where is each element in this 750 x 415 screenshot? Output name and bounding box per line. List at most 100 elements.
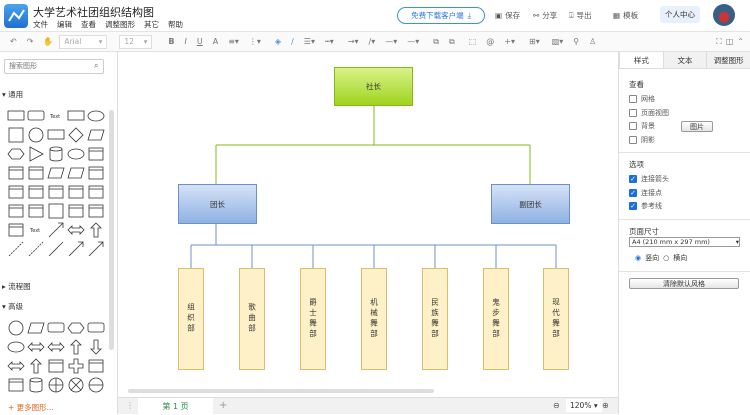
node-department[interactable]: 现代舞部 bbox=[543, 268, 569, 370]
shape-line[interactable] bbox=[48, 241, 64, 256]
checkbox-view_options-2[interactable]: 背景 bbox=[629, 121, 655, 131]
shape-up[interactable] bbox=[90, 222, 102, 238]
bring-front-icon[interactable]: ⧉ bbox=[433, 36, 439, 46]
undo-icon[interactable]: ↶ bbox=[10, 37, 17, 46]
send-back-icon[interactable]: ⧉ bbox=[449, 36, 455, 46]
shape-default[interactable] bbox=[68, 185, 84, 199]
format-painter-icon[interactable]: ✋ bbox=[43, 37, 54, 46]
shape-mcircle[interactable] bbox=[88, 377, 104, 393]
shape-default[interactable] bbox=[8, 378, 24, 392]
node-vice-leader[interactable]: 副团长 bbox=[491, 184, 570, 224]
download-client-button[interactable]: 免费下载客户端⤓ bbox=[397, 7, 485, 24]
line-color-icon[interactable]: ∕ bbox=[291, 37, 294, 46]
page-menu-icon[interactable]: ⋮ bbox=[126, 401, 134, 410]
canvas[interactable]: 社长 团长 副团长 组织部歌曲部爵士舞部机械舞部民族舞部鬼步舞部现代舞部 bbox=[118, 52, 618, 397]
section-general[interactable]: ▾ 通用 bbox=[2, 90, 24, 99]
shape-rounded[interactable] bbox=[47, 322, 65, 333]
tab-arrange[interactable]: 调整图形 bbox=[706, 52, 750, 68]
shape-circle[interactable] bbox=[28, 127, 44, 143]
vertical-align-icon[interactable]: ⋮▾ bbox=[248, 37, 261, 46]
node-department[interactable]: 爵士舞部 bbox=[300, 268, 326, 370]
shape-para[interactable] bbox=[47, 167, 65, 179]
page-size-select[interactable]: A4 (210 mm x 297 mm)▾ bbox=[629, 237, 740, 247]
shape-default[interactable] bbox=[28, 185, 44, 199]
checkbox-view_options-0[interactable]: 网格 bbox=[629, 94, 655, 104]
shape-text[interactable]: Text bbox=[29, 228, 40, 234]
shape-default[interactable] bbox=[28, 166, 44, 180]
shape-rounded[interactable] bbox=[87, 322, 105, 333]
checkbox-view_options-1[interactable]: 页面视图 bbox=[629, 108, 669, 118]
shape-ellipse[interactable] bbox=[67, 148, 85, 160]
node-president[interactable]: 社长 bbox=[334, 67, 413, 106]
save-button[interactable]: ▣保存 bbox=[495, 10, 520, 21]
shape-tri[interactable] bbox=[29, 146, 44, 162]
menu-view[interactable]: 查看 bbox=[81, 20, 96, 29]
avatar[interactable] bbox=[713, 4, 735, 26]
shape-plus[interactable] bbox=[68, 358, 84, 374]
bold-icon[interactable]: B bbox=[168, 37, 175, 46]
menu-edit[interactable]: 编辑 bbox=[57, 20, 72, 29]
pin-icon[interactable]: ⚲ bbox=[573, 37, 580, 46]
shape-rounded[interactable] bbox=[27, 110, 45, 121]
shape-dash[interactable] bbox=[28, 241, 44, 256]
insert-icon[interactable]: +▾ bbox=[504, 37, 515, 46]
radio-portrait[interactable]: ◉ bbox=[635, 254, 642, 262]
redo-icon[interactable]: ↷ bbox=[26, 37, 34, 46]
menu-file[interactable]: 文件 bbox=[33, 20, 48, 29]
shape-default[interactable] bbox=[88, 185, 104, 199]
shape-rect[interactable] bbox=[7, 110, 25, 121]
shape-para[interactable] bbox=[67, 167, 85, 179]
link-icon[interactable]: @ bbox=[486, 37, 495, 46]
shape-lr[interactable] bbox=[67, 225, 85, 235]
page-tab-1[interactable]: 第 1 页 bbox=[138, 398, 213, 415]
shape-text[interactable]: Text bbox=[49, 114, 60, 120]
node-department[interactable]: 鬼步舞部 bbox=[483, 268, 509, 370]
node-department[interactable]: 组织部 bbox=[178, 268, 204, 370]
checkbox-options-2[interactable]: ✓参考线 bbox=[629, 201, 662, 211]
sidebar-scrollbar[interactable] bbox=[109, 110, 114, 350]
shape-up[interactable] bbox=[70, 339, 82, 355]
shape-up[interactable] bbox=[30, 358, 42, 374]
font-family-select[interactable]: Arial▾ bbox=[59, 34, 108, 49]
shape-lr[interactable] bbox=[7, 361, 25, 371]
shape-search-input[interactable] bbox=[4, 59, 104, 74]
shape-square[interactable] bbox=[48, 203, 64, 219]
panel-toggle-icon[interactable]: ◫ bbox=[725, 37, 734, 46]
shape-default[interactable] bbox=[8, 204, 24, 218]
end-arrow-icon[interactable]: —▾ bbox=[407, 37, 420, 46]
node-department[interactable]: 歌曲部 bbox=[239, 268, 265, 370]
shape-lr[interactable] bbox=[47, 342, 65, 352]
shape-default[interactable] bbox=[28, 204, 44, 218]
zoom-in-icon[interactable]: ⊕ bbox=[602, 401, 609, 410]
tab-text[interactable]: 文本 bbox=[662, 52, 707, 68]
underline-icon[interactable]: U bbox=[196, 37, 203, 46]
node-department[interactable]: 民族舞部 bbox=[422, 268, 448, 370]
shape-default[interactable] bbox=[48, 359, 64, 373]
fullscreen-icon[interactable]: ⛶ bbox=[716, 36, 722, 46]
shape-rect[interactable] bbox=[47, 129, 65, 140]
shape-cyl[interactable] bbox=[49, 146, 63, 162]
font-color-icon[interactable]: A bbox=[212, 37, 219, 46]
shape-default[interactable] bbox=[88, 147, 104, 161]
checkbox-view_options-3[interactable]: 阴影 bbox=[629, 135, 655, 145]
zoom-out-icon[interactable]: ⊖ bbox=[553, 401, 560, 410]
node-department[interactable]: 机械舞部 bbox=[361, 268, 387, 370]
shape-arrow[interactable] bbox=[68, 241, 84, 256]
template-button[interactable]: ▦模板 bbox=[613, 10, 638, 21]
line-width-icon[interactable]: ☰▾ bbox=[303, 37, 315, 46]
shape-ellipse[interactable] bbox=[7, 341, 25, 353]
style-icon[interactable]: ▨▾ bbox=[551, 37, 564, 46]
shape-hex[interactable] bbox=[7, 148, 25, 160]
menu-arrange[interactable]: 调整图形 bbox=[105, 20, 135, 29]
theme-icon[interactable]: ♙ bbox=[589, 37, 597, 46]
table-icon[interactable]: ⊞▾ bbox=[529, 37, 540, 46]
checkbox-options-0[interactable]: ✓连接箭头 bbox=[629, 174, 669, 184]
horizontal-scrollbar[interactable] bbox=[128, 389, 434, 393]
search-icon[interactable]: ⌕ bbox=[94, 61, 99, 70]
shape-lr[interactable] bbox=[27, 342, 45, 352]
radio-landscape[interactable]: ○ bbox=[663, 254, 670, 262]
section-flowchart[interactable]: ▸ 流程图 bbox=[2, 282, 31, 291]
font-size-select[interactable]: 12▾ bbox=[119, 34, 153, 49]
shape-default[interactable] bbox=[8, 185, 24, 199]
shape-diamond[interactable] bbox=[68, 127, 84, 143]
